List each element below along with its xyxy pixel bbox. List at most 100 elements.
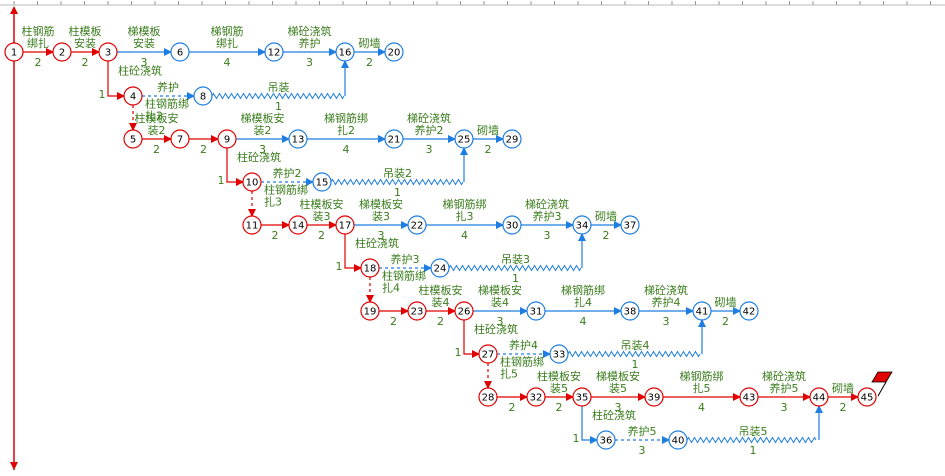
activity-label: 柱钢筋 bbox=[22, 24, 55, 38]
node-9: 9 bbox=[217, 129, 237, 149]
node-number: 13 bbox=[292, 135, 305, 146]
activity-label: 装5 bbox=[609, 382, 627, 395]
activity-duration: 3 bbox=[663, 315, 670, 328]
activity-17-18 bbox=[344, 234, 362, 272]
activity-duration: 4 bbox=[580, 315, 587, 328]
node-number: 19 bbox=[364, 307, 377, 318]
node-20: 20 bbox=[384, 42, 404, 62]
activity-label: 梯砼浇筑 bbox=[407, 111, 451, 125]
node-number: 33 bbox=[553, 350, 566, 361]
activity-label: 吊装2 bbox=[383, 167, 412, 180]
node-28: 28 bbox=[478, 387, 498, 407]
activity-label: 养护2 bbox=[273, 166, 302, 180]
activity-label: 养护4 bbox=[509, 338, 538, 352]
node-5: 5 bbox=[123, 129, 143, 149]
activity-label: 绑扎 bbox=[216, 36, 238, 50]
activity-label: 养护3 bbox=[533, 209, 562, 223]
node-number: 12 bbox=[268, 48, 281, 59]
node-number: 43 bbox=[743, 393, 756, 404]
node-number: 5 bbox=[130, 135, 136, 146]
activity-duration: 4 bbox=[698, 401, 705, 414]
node-number: 17 bbox=[339, 221, 352, 232]
activity-label: 装4 bbox=[491, 296, 509, 309]
activity-duration: 2 bbox=[485, 143, 492, 156]
node-10: 10 bbox=[242, 172, 262, 192]
node-21: 21 bbox=[384, 129, 404, 149]
node-7: 7 bbox=[170, 129, 190, 149]
node-number: 38 bbox=[624, 307, 637, 318]
activity-label: 柱钢筋绑 bbox=[145, 97, 189, 111]
activity-label: 扎3 bbox=[456, 209, 474, 223]
activity-label: 吊装3 bbox=[501, 253, 530, 266]
activity-label: 柱模板安 bbox=[537, 369, 581, 383]
activity-label: 梯模板安 bbox=[241, 111, 285, 125]
activity-duration: 2 bbox=[82, 56, 89, 69]
node-11: 11 bbox=[242, 215, 262, 235]
node-40: 40 bbox=[668, 430, 688, 450]
node-24: 24 bbox=[430, 258, 450, 278]
activity-duration: 4 bbox=[461, 229, 468, 242]
node-number: 10 bbox=[246, 178, 259, 189]
activity-label: 扎4 bbox=[574, 295, 592, 309]
activity-label: 装3 bbox=[313, 210, 331, 223]
activity-duration: 2 bbox=[722, 315, 729, 328]
node-35: 35 bbox=[572, 387, 592, 407]
node-number: 30 bbox=[506, 221, 519, 232]
activity-label: 扎2 bbox=[145, 109, 163, 123]
activity-label: 装4 bbox=[432, 296, 450, 309]
node-43: 43 bbox=[739, 387, 759, 407]
activity-9-10 bbox=[226, 148, 244, 186]
node-17: 17 bbox=[335, 215, 355, 235]
activity-label: 柱模板安 bbox=[135, 111, 179, 125]
activity-26-27 bbox=[463, 320, 480, 358]
activity-duration: 3 bbox=[378, 229, 385, 242]
activity-label: 梯钢筋绑 bbox=[443, 197, 487, 211]
activity-label: 养护 bbox=[299, 36, 321, 50]
activity-label: 扎2 bbox=[337, 123, 355, 137]
node-number: 32 bbox=[530, 393, 543, 404]
activity-duration: 4 bbox=[343, 143, 350, 156]
activity-label: 柱砼浇筑 bbox=[237, 150, 281, 164]
node-number: 29 bbox=[506, 135, 519, 146]
activity-duration: 3 bbox=[497, 315, 504, 328]
node-number: 18 bbox=[364, 264, 377, 275]
activity-label: 养护2 bbox=[415, 123, 444, 137]
activity-duration: 3 bbox=[639, 444, 646, 457]
activity-label: 柱砼浇筑 bbox=[474, 322, 518, 336]
node-number: 9 bbox=[224, 135, 230, 146]
node-number: 15 bbox=[316, 178, 329, 189]
activity-duration: 1 bbox=[573, 432, 580, 445]
node-34: 34 bbox=[572, 215, 592, 235]
node-number: 21 bbox=[388, 135, 401, 146]
activity-label: 安装 bbox=[133, 36, 155, 50]
activity-label: 吊装 bbox=[268, 81, 290, 94]
node-number: 22 bbox=[411, 221, 424, 232]
node-19: 19 bbox=[360, 301, 380, 321]
node-26: 26 bbox=[454, 301, 474, 321]
node-number: 24 bbox=[434, 264, 447, 275]
activity-label: 砌墙 bbox=[477, 123, 499, 137]
node-2: 2 bbox=[52, 42, 72, 62]
activity-duration: 3 bbox=[781, 401, 788, 414]
node-15: 15 bbox=[312, 172, 332, 192]
node-36: 36 bbox=[596, 430, 616, 450]
activity-duration: 1 bbox=[99, 88, 106, 101]
node-30: 30 bbox=[502, 215, 522, 235]
activity-label: 砌墙 bbox=[832, 381, 854, 395]
activity-duration: 1 bbox=[336, 260, 343, 273]
activity-label: 装3 bbox=[372, 210, 390, 223]
activity-label: 梯模板安 bbox=[596, 369, 640, 383]
activity-label: 柱钢筋绑 bbox=[264, 183, 308, 197]
activity-label: 砌墙 bbox=[359, 36, 381, 50]
node-number: 40 bbox=[672, 436, 685, 447]
node-31: 31 bbox=[526, 301, 546, 321]
node-14: 14 bbox=[288, 215, 308, 235]
node-42: 42 bbox=[739, 301, 759, 321]
activity-label: 装5 bbox=[550, 382, 568, 395]
node-number: 8 bbox=[200, 92, 206, 103]
activity-duration: 2 bbox=[366, 56, 373, 69]
activity-label: 柱模板安 bbox=[419, 283, 463, 297]
activity-label: 柱砼浇筑 bbox=[592, 408, 636, 422]
